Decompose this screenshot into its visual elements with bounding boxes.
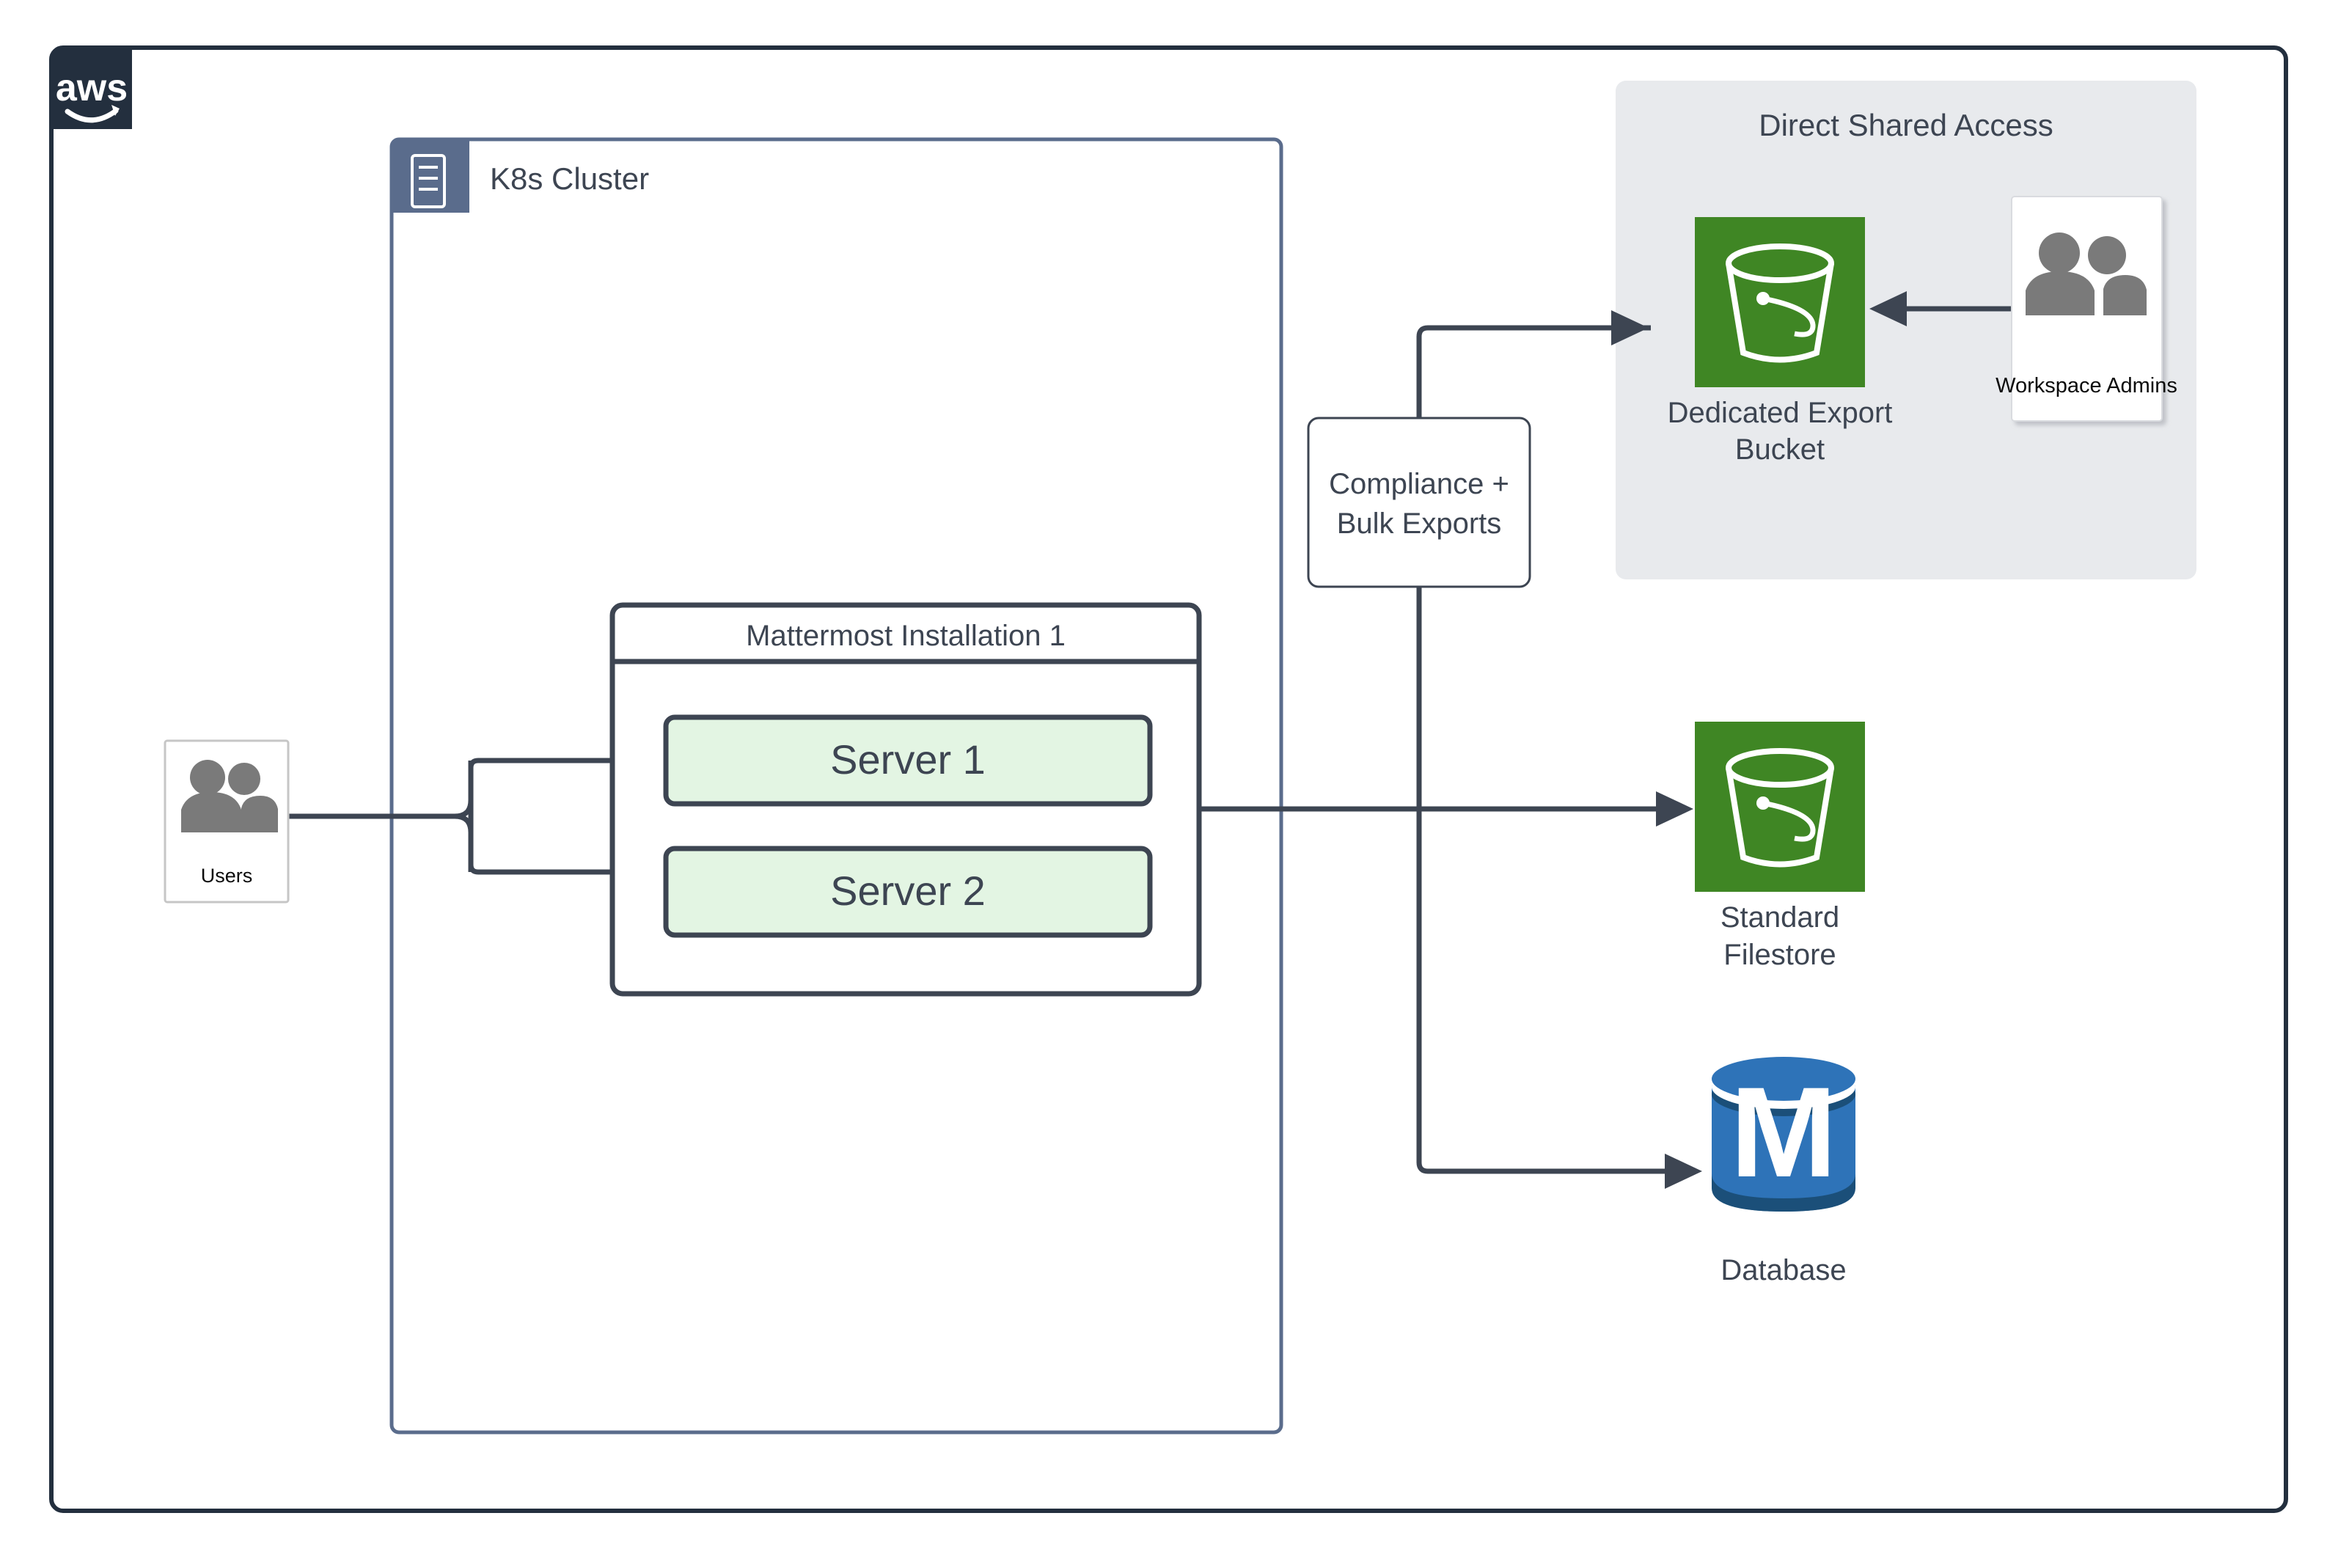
dedicated-export-bucket-label-line1: Dedicated Export [1668,397,1893,429]
standard-filestore-label-line1: Standard [1720,901,1839,934]
server-rack-icon [411,154,446,208]
mattermost-installation-node[interactable]: Mattermost Installation 1 Server 1 Serve… [609,602,1202,997]
users-icon [2026,232,2147,315]
edge-compliance-to-export-bucket [1416,325,1651,418]
dedicated-export-bucket-node[interactable]: Dedicated Export Bucket [1668,217,1893,466]
workspace-admins-node[interactable]: Workspace Admins [1996,196,2177,422]
dedicated-export-bucket-label-line2: Bucket [1735,433,1825,466]
edge-users-branch-top [454,758,639,819]
standard-filestore-node[interactable]: Standard Filestore [1695,722,1865,971]
server-1-label: Server 1 [830,736,986,783]
standard-filestore-label-line2: Filestore [1723,939,1836,971]
edge-compliance-to-database [1416,587,1665,1174]
arrowhead-export-bucket [1611,310,1649,345]
arrowhead-filestore [1656,791,1693,827]
arrowhead-database [1665,1154,1702,1189]
s3-bucket-icon [1726,748,1834,868]
database-node[interactable]: M Database [1712,1057,1855,1286]
aws-logo: aws [51,48,132,129]
s3-bucket-icon [1726,243,1834,363]
database-label: Database [1720,1254,1846,1286]
workspace-admins-label: Workspace Admins [1996,374,2177,398]
direct-shared-access-title: Direct Shared Access [1759,108,2053,142]
compliance-bulk-exports-node[interactable]: Compliance + Bulk Exports [1307,417,1531,588]
arrowhead-admins-to-bucket [1869,291,1907,326]
database-glyph: M [1730,1061,1837,1204]
aws-logo-text: aws [56,67,128,109]
k8s-cluster-label: K8s Cluster [490,161,649,196]
compliance-label-line1: Compliance + [1329,468,1509,500]
users-icon [181,760,278,832]
server-2-node[interactable]: Server 2 [663,846,1153,938]
server-1-node[interactable]: Server 1 [663,714,1153,807]
edge-users-branch-bottom [454,813,639,875]
users-node[interactable]: Users [164,739,290,904]
database-cylinder-icon: M [1712,1057,1855,1212]
server-2-label: Server 2 [830,868,986,914]
mattermost-installation-title: Mattermost Installation 1 [746,620,1066,652]
users-label: Users [201,865,253,887]
compliance-label-line2: Bulk Exports [1337,508,1502,540]
